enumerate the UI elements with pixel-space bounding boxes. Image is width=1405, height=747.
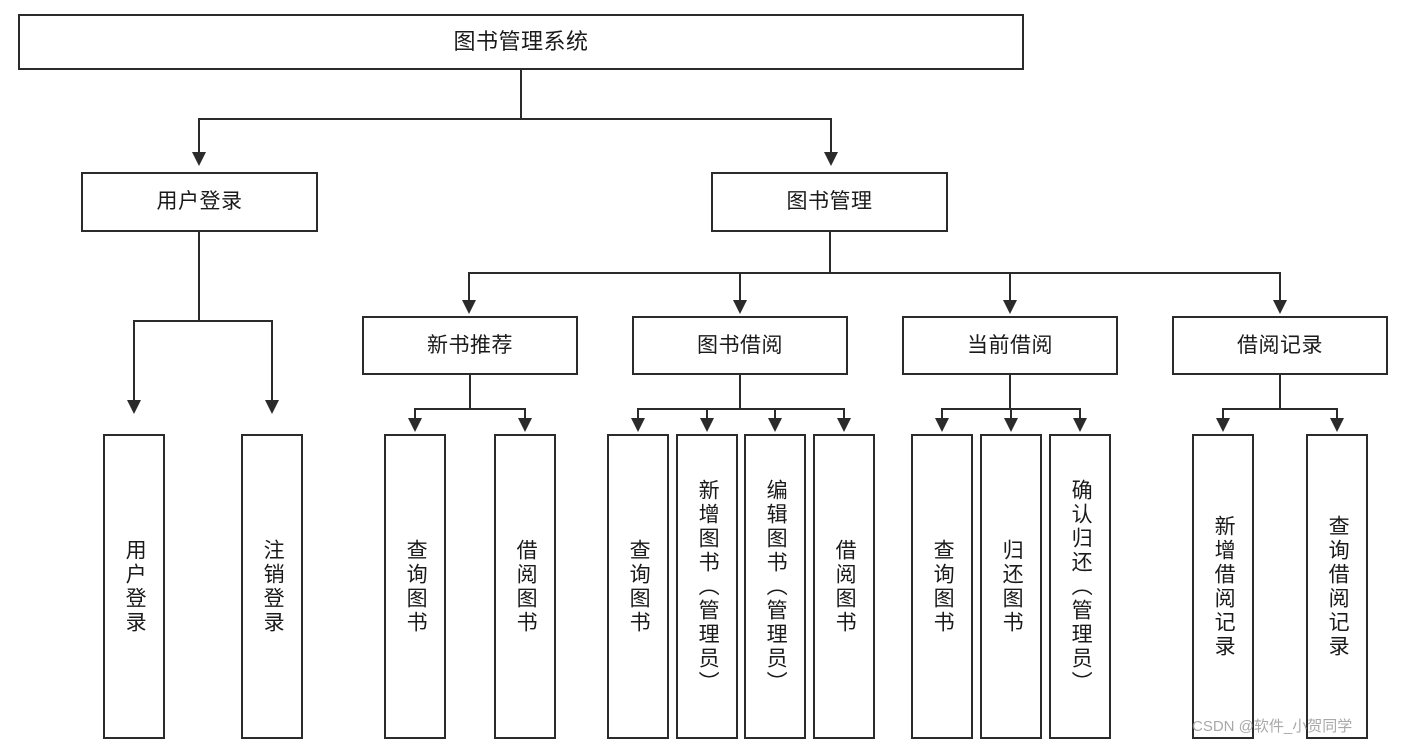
leaf-current-confirm-return-admin[interactable]: 确认归还（管理员） bbox=[1049, 434, 1111, 739]
arrow-user-to-leaf1-icon bbox=[127, 400, 141, 414]
node-label: 当前借阅 bbox=[967, 333, 1053, 357]
node-label: 图书管理系统 bbox=[453, 28, 589, 54]
arrow-records-to-leaf2-icon bbox=[1330, 418, 1344, 432]
leaf-borrow-borrow-book[interactable]: 借阅图书 bbox=[813, 434, 875, 739]
arrow-root-to-user-icon bbox=[192, 152, 206, 166]
node-root-system[interactable]: 图书管理系统 bbox=[18, 14, 1024, 70]
connector-books-to-records bbox=[1279, 272, 1281, 302]
node-label: 查询图书 bbox=[404, 538, 428, 635]
leaf-current-query-book[interactable]: 查询图书 bbox=[911, 434, 973, 739]
connector-user-bus bbox=[133, 320, 273, 322]
node-current-borrow[interactable]: 当前借阅 bbox=[902, 316, 1118, 375]
connector-newbook-bus bbox=[414, 408, 526, 410]
node-label: 新增借阅记录 bbox=[1212, 514, 1236, 659]
node-label: 借阅图书 bbox=[514, 538, 538, 635]
node-label: 注销登录 bbox=[261, 538, 285, 635]
node-new-book-recommend[interactable]: 新书推荐 bbox=[362, 316, 578, 375]
node-borrow-records[interactable]: 借阅记录 bbox=[1172, 316, 1388, 375]
connector-current-to-leaf1 bbox=[941, 408, 943, 422]
connector-books-stem bbox=[829, 232, 831, 272]
arrow-newbook-to-leaf2-icon bbox=[518, 418, 532, 432]
connector-user-to-leaf1 bbox=[133, 320, 135, 402]
arrow-current-to-leaf1-icon bbox=[935, 418, 949, 432]
node-label: 新书推荐 bbox=[427, 333, 513, 357]
connector-newbook-to-leaf2 bbox=[524, 408, 526, 422]
connector-records-stem bbox=[1279, 375, 1281, 408]
node-label: 用户登录 bbox=[123, 538, 147, 635]
connector-borrow-to-leaf3 bbox=[774, 408, 776, 422]
connector-books-to-borrow bbox=[739, 272, 741, 302]
arrow-borrow-to-leaf1-icon bbox=[631, 418, 645, 432]
connector-records-to-leaf2 bbox=[1336, 408, 1338, 422]
connector-newbook-to-leaf1 bbox=[414, 408, 416, 422]
connector-records-to-leaf1 bbox=[1222, 408, 1224, 422]
arrow-borrow-to-leaf4-icon bbox=[837, 418, 851, 432]
arrow-borrow-to-leaf3-icon bbox=[768, 418, 782, 432]
leaf-borrow-edit-book-admin[interactable]: 编辑图书（管理员） bbox=[744, 434, 806, 739]
connector-books-to-current bbox=[1009, 272, 1011, 302]
arrow-newbook-to-leaf1-icon bbox=[408, 418, 422, 432]
leaf-borrow-query-book[interactable]: 查询图书 bbox=[607, 434, 669, 739]
connector-root-bus bbox=[198, 118, 832, 120]
arrow-borrow-to-leaf2-icon bbox=[700, 418, 714, 432]
arrow-records-to-leaf1-icon bbox=[1216, 418, 1230, 432]
leaf-borrow-add-book-admin[interactable]: 新增图书（管理员） bbox=[676, 434, 738, 739]
node-label: 确认归还（管理员） bbox=[1069, 478, 1093, 695]
connector-root-stem bbox=[520, 70, 522, 118]
node-label: 借阅记录 bbox=[1237, 333, 1323, 357]
node-label: 归还图书 bbox=[1000, 538, 1024, 635]
connector-records-bus bbox=[1222, 408, 1338, 410]
node-label: 用户登录 bbox=[156, 190, 243, 214]
connector-borrow-bus bbox=[637, 408, 845, 410]
leaf-user-logout[interactable]: 注销登录 bbox=[241, 434, 303, 739]
leaf-newbook-query-book[interactable]: 查询图书 bbox=[384, 434, 446, 739]
connector-current-to-leaf2 bbox=[1010, 408, 1012, 422]
leaf-records-add-record[interactable]: 新增借阅记录 bbox=[1192, 434, 1254, 739]
arrow-root-to-books-icon bbox=[824, 152, 838, 166]
node-book-management[interactable]: 图书管理 bbox=[711, 172, 948, 232]
node-label: 借阅图书 bbox=[833, 538, 857, 635]
connector-user-to-leaf2 bbox=[271, 320, 273, 402]
connector-books-to-new bbox=[468, 272, 470, 302]
arrow-books-to-new-icon bbox=[462, 300, 476, 314]
node-user-login[interactable]: 用户登录 bbox=[81, 172, 318, 232]
arrow-books-to-records-icon bbox=[1273, 300, 1287, 314]
connector-current-stem bbox=[1009, 375, 1011, 408]
arrow-current-to-leaf2-icon bbox=[1004, 418, 1018, 432]
leaf-newbook-borrow-book[interactable]: 借阅图书 bbox=[494, 434, 556, 739]
connector-newbook-stem bbox=[469, 375, 471, 408]
arrow-books-to-borrow-icon bbox=[733, 300, 747, 314]
connector-root-to-user bbox=[198, 118, 200, 154]
connector-current-to-leaf3 bbox=[1079, 408, 1081, 422]
arrow-books-to-current-icon bbox=[1003, 300, 1017, 314]
leaf-user-login[interactable]: 用户登录 bbox=[103, 434, 165, 739]
arrow-current-to-leaf3-icon bbox=[1073, 418, 1087, 432]
connector-borrow-to-leaf4 bbox=[843, 408, 845, 422]
connector-user-stem bbox=[198, 232, 200, 320]
node-label: 查询图书 bbox=[627, 538, 651, 635]
node-label: 新增图书（管理员） bbox=[696, 478, 720, 695]
connector-books-bus bbox=[468, 272, 1280, 274]
csdn-watermark: CSDN @软件_小贺同学 bbox=[1192, 718, 1353, 735]
connector-borrow-to-leaf1 bbox=[637, 408, 639, 422]
connector-root-to-books bbox=[830, 118, 832, 154]
node-label: 图书借阅 bbox=[697, 333, 783, 357]
node-label: 查询借阅记录 bbox=[1326, 514, 1350, 659]
connector-borrow-to-leaf2 bbox=[706, 408, 708, 422]
connector-borrow-stem bbox=[739, 375, 741, 408]
leaf-records-query-record[interactable]: 查询借阅记录 bbox=[1306, 434, 1368, 739]
node-label: 图书管理 bbox=[786, 190, 873, 214]
node-label: 查询图书 bbox=[931, 538, 955, 635]
arrow-user-to-leaf2-icon bbox=[265, 400, 279, 414]
node-book-borrow[interactable]: 图书借阅 bbox=[632, 316, 848, 375]
node-label: 编辑图书（管理员） bbox=[764, 478, 788, 695]
leaf-current-return-book[interactable]: 归还图书 bbox=[980, 434, 1042, 739]
